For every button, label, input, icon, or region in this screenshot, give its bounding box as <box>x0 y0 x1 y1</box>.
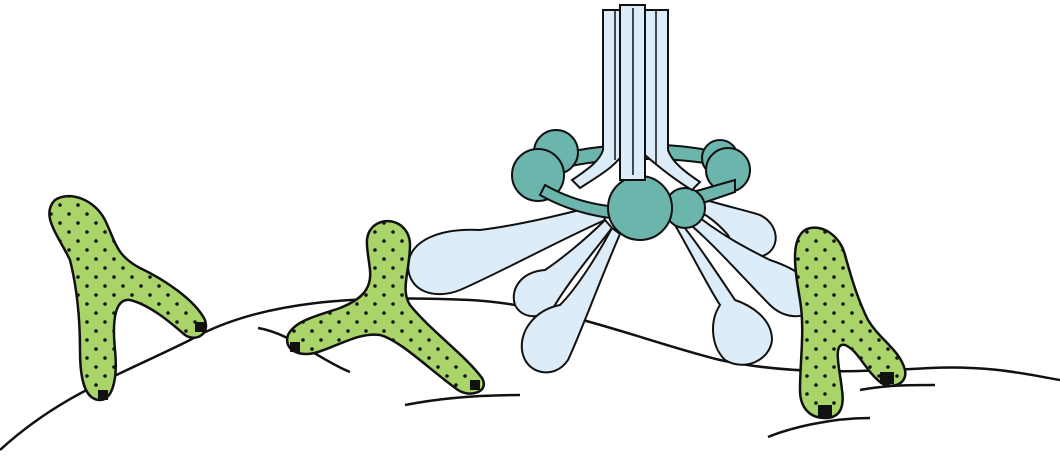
surface-curve-mid-inner <box>405 395 520 405</box>
binding-tip-2b <box>470 380 480 390</box>
binding-tip-2a <box>290 342 300 352</box>
baseplate-node-center <box>608 176 672 240</box>
binding-tip-1b <box>98 390 108 400</box>
surface-curve-right-inner <box>768 418 870 437</box>
binding-tip-3a <box>880 372 894 384</box>
binding-tip-3b <box>818 405 832 417</box>
binding-tip-1a <box>195 322 205 332</box>
y-molecule-3 <box>795 228 905 418</box>
tail-tube-right <box>645 10 700 190</box>
